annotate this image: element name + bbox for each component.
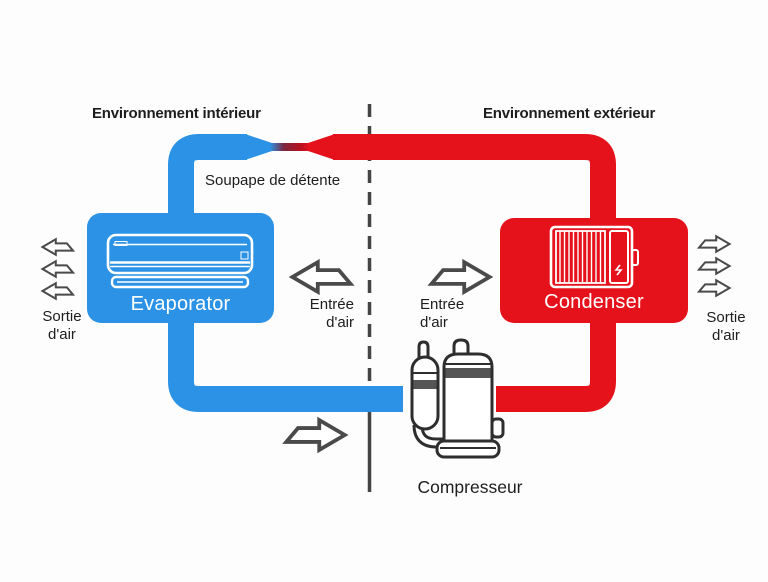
indoor-ac-unit-icon	[106, 233, 253, 289]
compressor-tanks-icon	[410, 338, 505, 459]
air-in-arrow-right	[427, 258, 494, 296]
outline-arrow-icon	[40, 259, 76, 279]
outline-arrow-icon	[40, 237, 76, 257]
air-out-label-right: Sortie d'air	[694, 309, 758, 345]
indoor-environment-title: Environnement intérieur	[92, 105, 261, 122]
air-in-label-right: Entrée d'air	[420, 296, 492, 332]
outline-arrow-icon	[40, 281, 76, 301]
condenser-label: Condenser	[544, 291, 644, 313]
expansion-valve-icon	[245, 134, 335, 160]
air-in-arrow-left	[288, 258, 355, 296]
condenser-box: Condenser	[500, 218, 688, 323]
air-out-label-left: Sortie d'air	[30, 308, 94, 344]
outline-arrow-icon	[696, 256, 732, 276]
flow-direction-arrow	[282, 416, 349, 454]
evaporator-box: Evaporator	[87, 213, 274, 323]
compressor-label: Compresseur	[417, 477, 523, 497]
outdoor-environment-title: Environnement extérieur	[483, 105, 656, 122]
air-out-arrows-right	[692, 234, 736, 298]
air-out-label-left-line2: d'air	[48, 326, 76, 343]
air-out-arrows-left	[36, 237, 80, 301]
outline-arrow-icon	[696, 278, 732, 298]
air-out-label-right-line2: d'air	[712, 327, 740, 344]
outline-arrow-icon	[696, 234, 732, 254]
outdoor-ac-unit-icon	[549, 225, 639, 289]
air-in-label-right-line1: Entrée	[420, 296, 465, 313]
air-in-label-right-line2: d'air	[420, 314, 448, 331]
air-in-label-left-line1: Entrée	[309, 296, 354, 313]
air-out-label-right-line1: Sortie	[706, 309, 746, 326]
air-in-label-left-line2: d'air	[326, 314, 354, 331]
expansion-valve-label: Soupape de détente	[205, 172, 341, 189]
air-out-label-left-line1: Sortie	[42, 308, 82, 325]
evaporator-label: Evaporator	[130, 293, 231, 315]
air-in-label-left: Entrée d'air	[282, 296, 354, 332]
